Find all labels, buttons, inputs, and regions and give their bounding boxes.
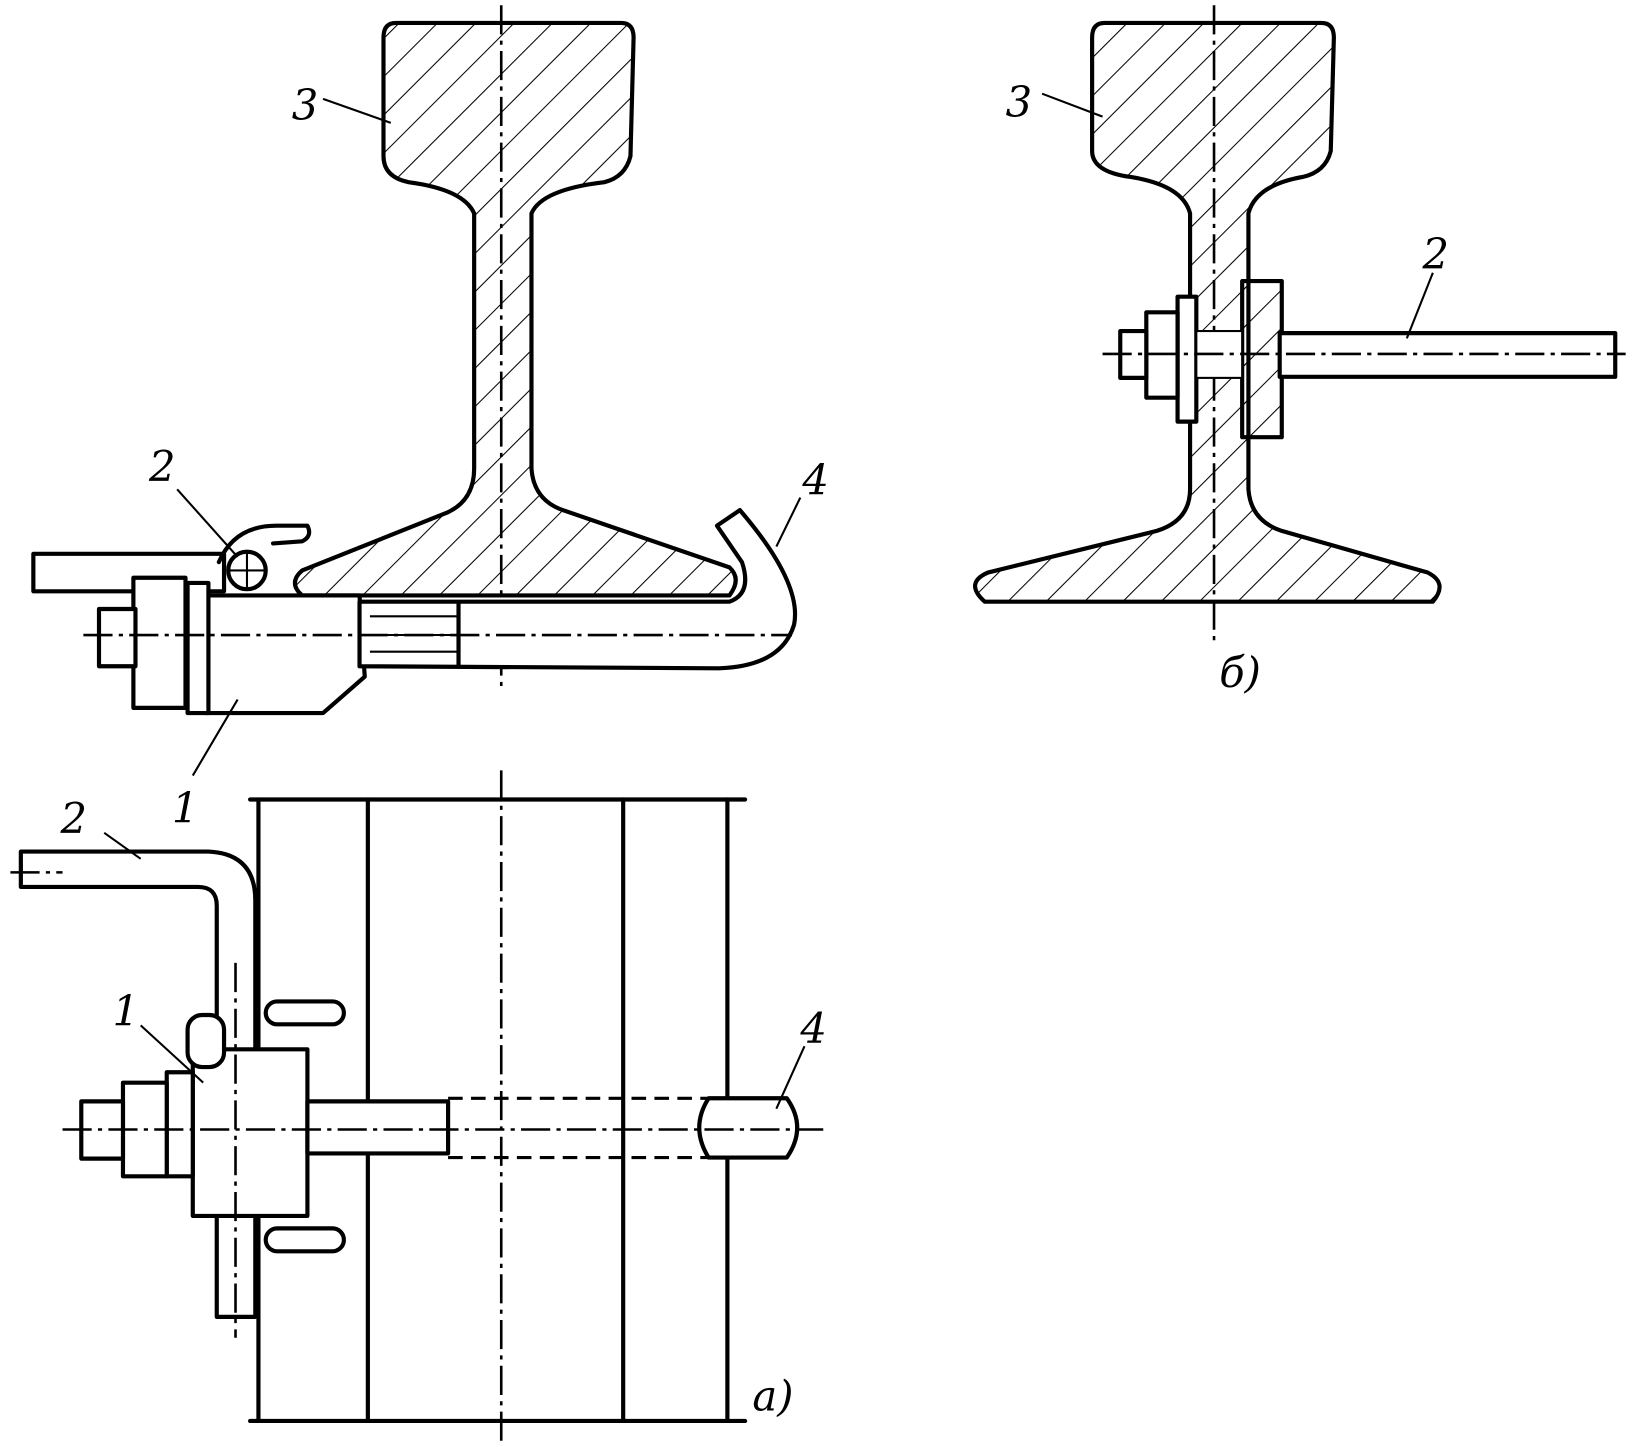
label-4-a: 4: [801, 455, 829, 504]
rail-profile-a: [292, 20, 738, 598]
label-1-plan: 1: [113, 986, 140, 1035]
hook-4-plan: [697, 1096, 800, 1160]
view-a-section: 3 2 4 1: [31, 5, 829, 832]
label-4-plan: 4: [799, 1004, 827, 1053]
clamp-1-plan: [190, 1047, 310, 1218]
rod-2-plan: [18, 849, 258, 1319]
label-2-a: 2: [148, 442, 176, 491]
hook-4-a: [357, 508, 798, 671]
caption-b: б): [1219, 648, 1261, 697]
label-3-b: 3: [1006, 78, 1033, 127]
label-3-a: 3: [292, 81, 319, 130]
label-2-b: 2: [1421, 230, 1449, 279]
label-2-plan: 2: [59, 794, 87, 843]
nut-a: [131, 575, 188, 710]
view-b-section: 3 2 б): [973, 5, 1626, 697]
caption-a: a): [752, 1372, 793, 1421]
label-1-a: 1: [172, 783, 199, 832]
view-a-plan: 2 1 4 a): [10, 770, 827, 1447]
clamp-1-a: [204, 593, 367, 716]
rail-profile-b: [973, 20, 1442, 604]
